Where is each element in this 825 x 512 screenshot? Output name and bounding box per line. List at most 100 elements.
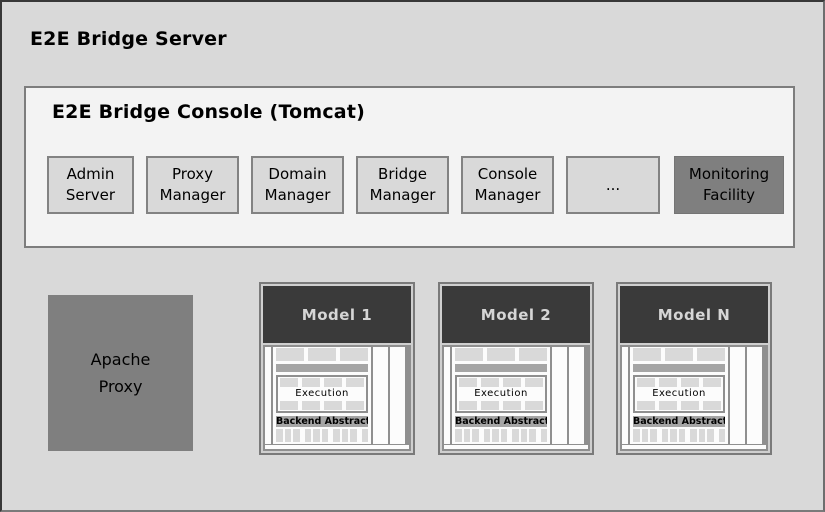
- component-proxy-manager: Proxy Manager: [146, 156, 239, 214]
- decor-cell: [284, 429, 291, 442]
- decor-cell: [698, 429, 705, 442]
- decor-cell: [280, 378, 298, 387]
- decor-cell: [492, 429, 499, 442]
- model-main-column: Execution Backend Abstraction: [452, 347, 550, 444]
- decor-cell: [670, 429, 677, 442]
- model-lanes: Execution Backend Abstraction: [265, 347, 409, 444]
- component-monitoring-facility: Monitoring Facility: [674, 156, 784, 214]
- component-console-manager: Console Manager: [461, 156, 554, 214]
- backend-abstraction-band: Backend Abstraction: [633, 416, 725, 427]
- model-title: Model N: [620, 286, 768, 343]
- decor-cell: [697, 348, 725, 361]
- apache-proxy-box: Apache Proxy: [48, 295, 193, 451]
- backend-abstraction-band: Backend Abstraction: [276, 416, 368, 427]
- bottom-strip: [265, 445, 409, 449]
- decor-cell: [659, 378, 677, 387]
- model-lanes: Execution Backend Abstraction: [622, 347, 766, 444]
- decor-cell: [483, 429, 490, 442]
- model-lanes: Execution Backend Abstraction: [444, 347, 588, 444]
- lane-wide: [569, 347, 584, 444]
- bottom-strip: [444, 445, 588, 449]
- decor-cell: [321, 429, 328, 442]
- console-components-row: Admin Server Proxy Manager Domain Manage…: [47, 156, 784, 214]
- decor-cell: [650, 429, 657, 442]
- cell-row: [280, 378, 364, 387]
- component-row: [455, 348, 547, 361]
- bottom-strip: [622, 445, 766, 449]
- adapter-stripes: [455, 429, 547, 442]
- bus-bar: [276, 364, 368, 372]
- decor-cell: [525, 401, 543, 410]
- cell-row: [459, 401, 543, 410]
- lane-wide: [373, 347, 388, 444]
- bus-bar: [455, 364, 547, 372]
- model-box-n: Model N Execution Backend Abstraction: [616, 282, 772, 455]
- execution-box: Execution: [276, 375, 368, 413]
- decor-cell: [681, 401, 699, 410]
- decor-cell: [487, 348, 515, 361]
- lane-thin: [622, 347, 628, 444]
- decor-cell: [690, 429, 697, 442]
- decor-cell: [703, 378, 721, 387]
- decor-cell: [678, 429, 685, 442]
- decor-cell: [665, 348, 693, 361]
- component-admin-server: Admin Server: [47, 156, 134, 214]
- cell-row: [637, 378, 721, 387]
- lane-wide: [747, 347, 762, 444]
- decor-cell: [637, 401, 655, 410]
- decor-cell: [503, 401, 521, 410]
- decor-cell: [681, 378, 699, 387]
- decor-cell: [540, 429, 547, 442]
- backend-abstraction-band: Backend Abstraction: [455, 416, 547, 427]
- decor-cell: [519, 348, 547, 361]
- cell-row: [459, 378, 543, 387]
- component-domain-manager: Domain Manager: [251, 156, 344, 214]
- execution-box: Execution: [455, 375, 547, 413]
- model-box-1: Model 1 Execution Backend Abstraction: [259, 282, 415, 455]
- decor-cell: [633, 348, 661, 361]
- decor-cell: [641, 429, 648, 442]
- model-box-2: Model 2 Execution Backend Abstraction: [438, 282, 594, 455]
- decor-cell: [361, 429, 368, 442]
- decor-cell: [455, 429, 462, 442]
- model-internals: Execution Backend Abstraction: [620, 345, 768, 451]
- decor-cell: [472, 429, 479, 442]
- decor-cell: [333, 429, 340, 442]
- component-row: [633, 348, 725, 361]
- lane-thin: [444, 347, 450, 444]
- decor-cell: [529, 429, 536, 442]
- lane-thin: [265, 347, 271, 444]
- model-main-column: Execution Backend Abstraction: [273, 347, 371, 444]
- server-title: E2E Bridge Server: [30, 28, 227, 50]
- decor-cell: [302, 378, 320, 387]
- decor-cell: [324, 378, 342, 387]
- execution-box: Execution: [633, 375, 725, 413]
- component-ellipsis: ...: [566, 156, 660, 214]
- component-bridge-manager: Bridge Manager: [356, 156, 449, 214]
- model-main-column: Execution Backend Abstraction: [630, 347, 728, 444]
- bridge-console-box: E2E Bridge Console (Tomcat) Admin Server…: [24, 86, 795, 248]
- adapter-stripes: [276, 429, 368, 442]
- component-row: [276, 348, 368, 361]
- decor-cell: [512, 429, 519, 442]
- decor-cell: [520, 429, 527, 442]
- decor-cell: [346, 378, 364, 387]
- decor-cell: [324, 401, 342, 410]
- decor-cell: [313, 429, 320, 442]
- decor-cell: [459, 378, 477, 387]
- decor-cell: [302, 401, 320, 410]
- lane-wide: [730, 347, 745, 444]
- cell-row: [637, 401, 721, 410]
- model-internals: Execution Backend Abstraction: [442, 345, 590, 451]
- lane-wide: [552, 347, 567, 444]
- execution-label: Execution: [295, 388, 349, 399]
- decor-cell: [503, 378, 521, 387]
- decor-cell: [341, 429, 348, 442]
- decor-cell: [459, 401, 477, 410]
- decor-cell: [633, 429, 640, 442]
- decor-cell: [481, 401, 499, 410]
- decor-cell: [350, 429, 357, 442]
- decor-cell: [661, 429, 668, 442]
- decor-cell: [659, 401, 677, 410]
